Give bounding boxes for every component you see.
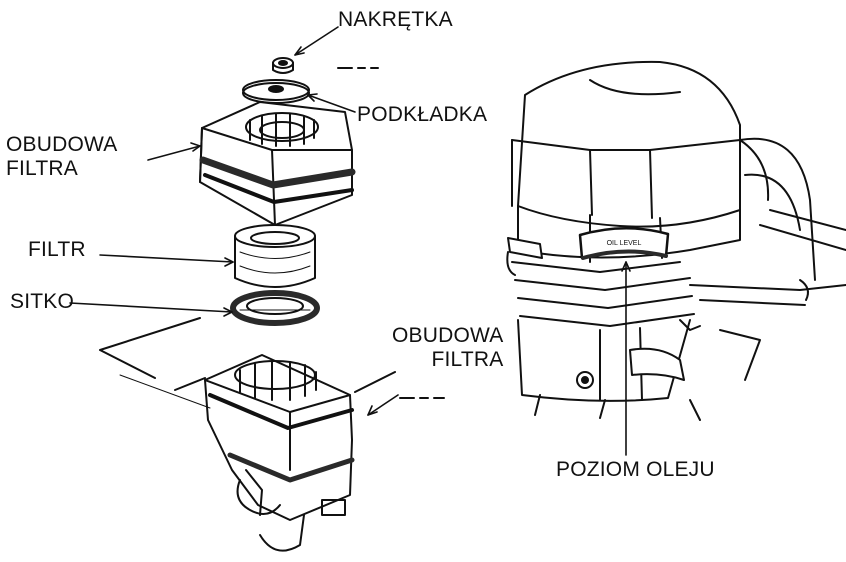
- gauge-marking-text: OIL LEVEL: [607, 240, 642, 247]
- filter-cover-label: OBUDOWA FILTRA: [6, 133, 117, 181]
- air-filter-assembly: [99, 57, 396, 552]
- washer-part: [242, 79, 310, 104]
- mounting-plate: [99, 317, 396, 393]
- oil-level-gauge: OIL LEVEL: [578, 227, 670, 260]
- filter-base-label-line1: OBUDOWA: [392, 324, 504, 347]
- screen-part: [230, 290, 320, 326]
- nut-part: [272, 57, 294, 74]
- oil-level-label: POZIOM OLEJU: [556, 458, 715, 481]
- filter-cover-part: [199, 101, 356, 226]
- washer-label: PODKŁADKA: [357, 103, 488, 126]
- nut-label: NAKRĘTKA: [338, 8, 453, 31]
- screen-label: SITKO: [10, 290, 75, 313]
- filter-cover-label-line1: OBUDOWA: [6, 133, 118, 156]
- filter-label: FILTR: [28, 238, 86, 261]
- filter-base-label-line2: FILTRA: [431, 348, 504, 371]
- filter-base-part: [204, 354, 355, 552]
- filter-base-label: OBUDOWA FILTRA: [392, 324, 503, 372]
- leader-lines-left: [69, 26, 445, 416]
- filter-cover-label-line2: FILTRA: [6, 157, 78, 180]
- filter-element-part: [234, 224, 316, 288]
- engine-side-view: OIL LEVEL: [506, 60, 846, 456]
